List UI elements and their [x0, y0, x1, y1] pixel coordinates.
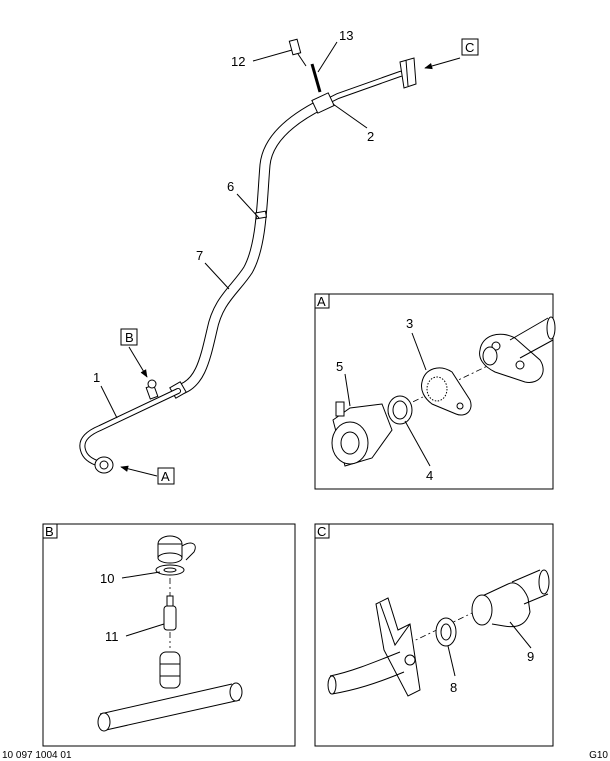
callout-10: 10 — [100, 571, 114, 586]
callout-7: 7 — [196, 248, 203, 263]
callout-12: 12 — [231, 54, 245, 69]
detail-c-tag: C — [317, 524, 326, 539]
callout-6: 6 — [227, 179, 234, 194]
callout-4: 4 — [426, 468, 433, 483]
view-tag-a: A — [161, 469, 170, 484]
view-tag-a-box — [157, 467, 175, 485]
detail-a-tag: A — [317, 294, 326, 309]
callout-2: 2 — [367, 129, 374, 144]
callout-5: 5 — [336, 359, 343, 374]
detail-b-panel: B 10 11 — [42, 523, 296, 747]
view-tag-b: B — [125, 330, 134, 345]
callout-8: 8 — [450, 680, 457, 695]
detail-c-panel: C 8 9 — [314, 523, 554, 747]
view-tag-b-box — [120, 328, 138, 346]
view-tag-c: C — [465, 40, 474, 55]
main-callouts: 12 13 2 6 7 1 B A C — [93, 28, 479, 485]
callout-13: 13 — [339, 28, 353, 43]
callout-3: 3 — [406, 316, 413, 331]
callout-1: 1 — [93, 370, 100, 385]
hose-assembly — [79, 38, 417, 474]
figure-code: G10 — [589, 750, 608, 761]
figure-id: 10 097 1004 01 — [2, 750, 72, 761]
callout-9: 9 — [527, 649, 534, 664]
callout-11: 11 — [105, 629, 119, 644]
view-tag-c-box — [461, 38, 479, 56]
detail-b-tag: B — [45, 524, 54, 539]
detail-a-panel: A 5 3 4 — [314, 293, 556, 490]
